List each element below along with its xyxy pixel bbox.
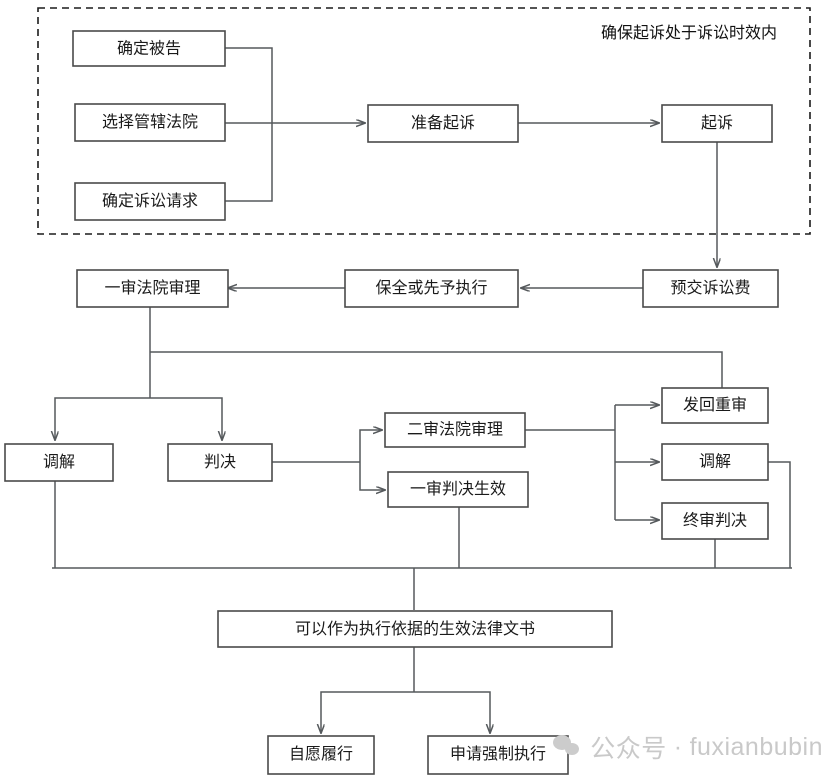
node-label: 预交诉讼费 <box>670 279 750 297</box>
node-second-instance-trial[interactable]: 二审法院审理 <box>384 412 526 448</box>
node-label: 判决 <box>204 453 236 471</box>
watermark: 公众号 · fuxianbubin <box>553 729 823 765</box>
node-label: 选择管辖法院 <box>102 113 198 131</box>
node-mediation-appeal[interactable]: 调解 <box>661 443 769 481</box>
node-remand-retrial[interactable]: 发回重审 <box>661 387 769 424</box>
prefiling-group-note: 确保起诉处于诉讼时效内 <box>601 24 777 42</box>
wechat-icon <box>553 735 583 759</box>
node-mediation-first[interactable]: 调解 <box>4 443 114 482</box>
node-voluntary-performance[interactable]: 自愿履行 <box>267 735 375 775</box>
node-choose-court[interactable]: 选择管辖法院 <box>74 103 226 142</box>
node-prepay-fee[interactable]: 预交诉讼费 <box>642 269 779 308</box>
node-confirm-claims[interactable]: 确定诉讼请求 <box>74 182 226 221</box>
edge-document-to-voluntary <box>321 691 414 733</box>
node-label: 保全或先予执行 <box>375 279 487 297</box>
node-preservation[interactable]: 保全或先予执行 <box>344 269 519 308</box>
node-first-judgment-effective[interactable]: 一审判决生效 <box>387 471 529 508</box>
node-label: 一审法院审理 <box>104 279 200 297</box>
node-label: 自愿履行 <box>289 745 353 763</box>
node-enforceable-document[interactable]: 可以作为执行依据的生效法律文书 <box>217 610 613 648</box>
edge-confirm-claims-to-prepare <box>225 123 273 202</box>
node-label: 申请强制执行 <box>450 745 546 763</box>
edge-first-trial-to-remand <box>150 351 723 388</box>
edge-fork-to-first-effective <box>359 462 385 490</box>
node-label: 确定诉讼请求 <box>102 192 198 210</box>
node-confirm-defendant[interactable]: 确定被告 <box>72 30 226 67</box>
edge-mediation-appeal-to-bus <box>768 461 791 568</box>
edge-first-trial-to-judgment <box>150 397 222 440</box>
node-final-judgment[interactable]: 终审判决 <box>661 502 769 540</box>
node-label: 终审判决 <box>683 512 747 530</box>
edge-fork-to-second-trial <box>359 430 382 462</box>
edge-confirm-defendant-to-prepare <box>225 47 273 123</box>
node-label: 调解 <box>699 453 731 471</box>
watermark-prefix: 公众号 <box>590 735 667 763</box>
node-label: 二审法院审理 <box>407 421 503 439</box>
node-label: 发回重审 <box>683 396 747 414</box>
node-label: 一审判决生效 <box>410 480 506 498</box>
node-label: 确定被告 <box>117 40 181 58</box>
node-prepare-suit[interactable]: 准备起诉 <box>367 104 519 143</box>
node-first-instance-trial[interactable]: 一审法院审理 <box>76 269 229 308</box>
node-label: 准备起诉 <box>411 114 475 132</box>
watermark-separator: · <box>673 732 683 761</box>
node-apply-enforcement[interactable]: 申请强制执行 <box>427 735 569 775</box>
edge-first-trial-to-mediation <box>55 397 150 440</box>
edge-document-to-enforcement <box>414 691 490 733</box>
node-label: 可以作为执行依据的生效法律文书 <box>295 620 535 638</box>
watermark-account: fuxianbubin <box>689 732 823 761</box>
node-label: 调解 <box>43 453 75 471</box>
node-file-suit[interactable]: 起诉 <box>661 104 773 143</box>
node-judgment[interactable]: 判决 <box>167 443 273 482</box>
node-label: 起诉 <box>701 114 733 132</box>
prefiling-group-frame <box>37 7 811 235</box>
